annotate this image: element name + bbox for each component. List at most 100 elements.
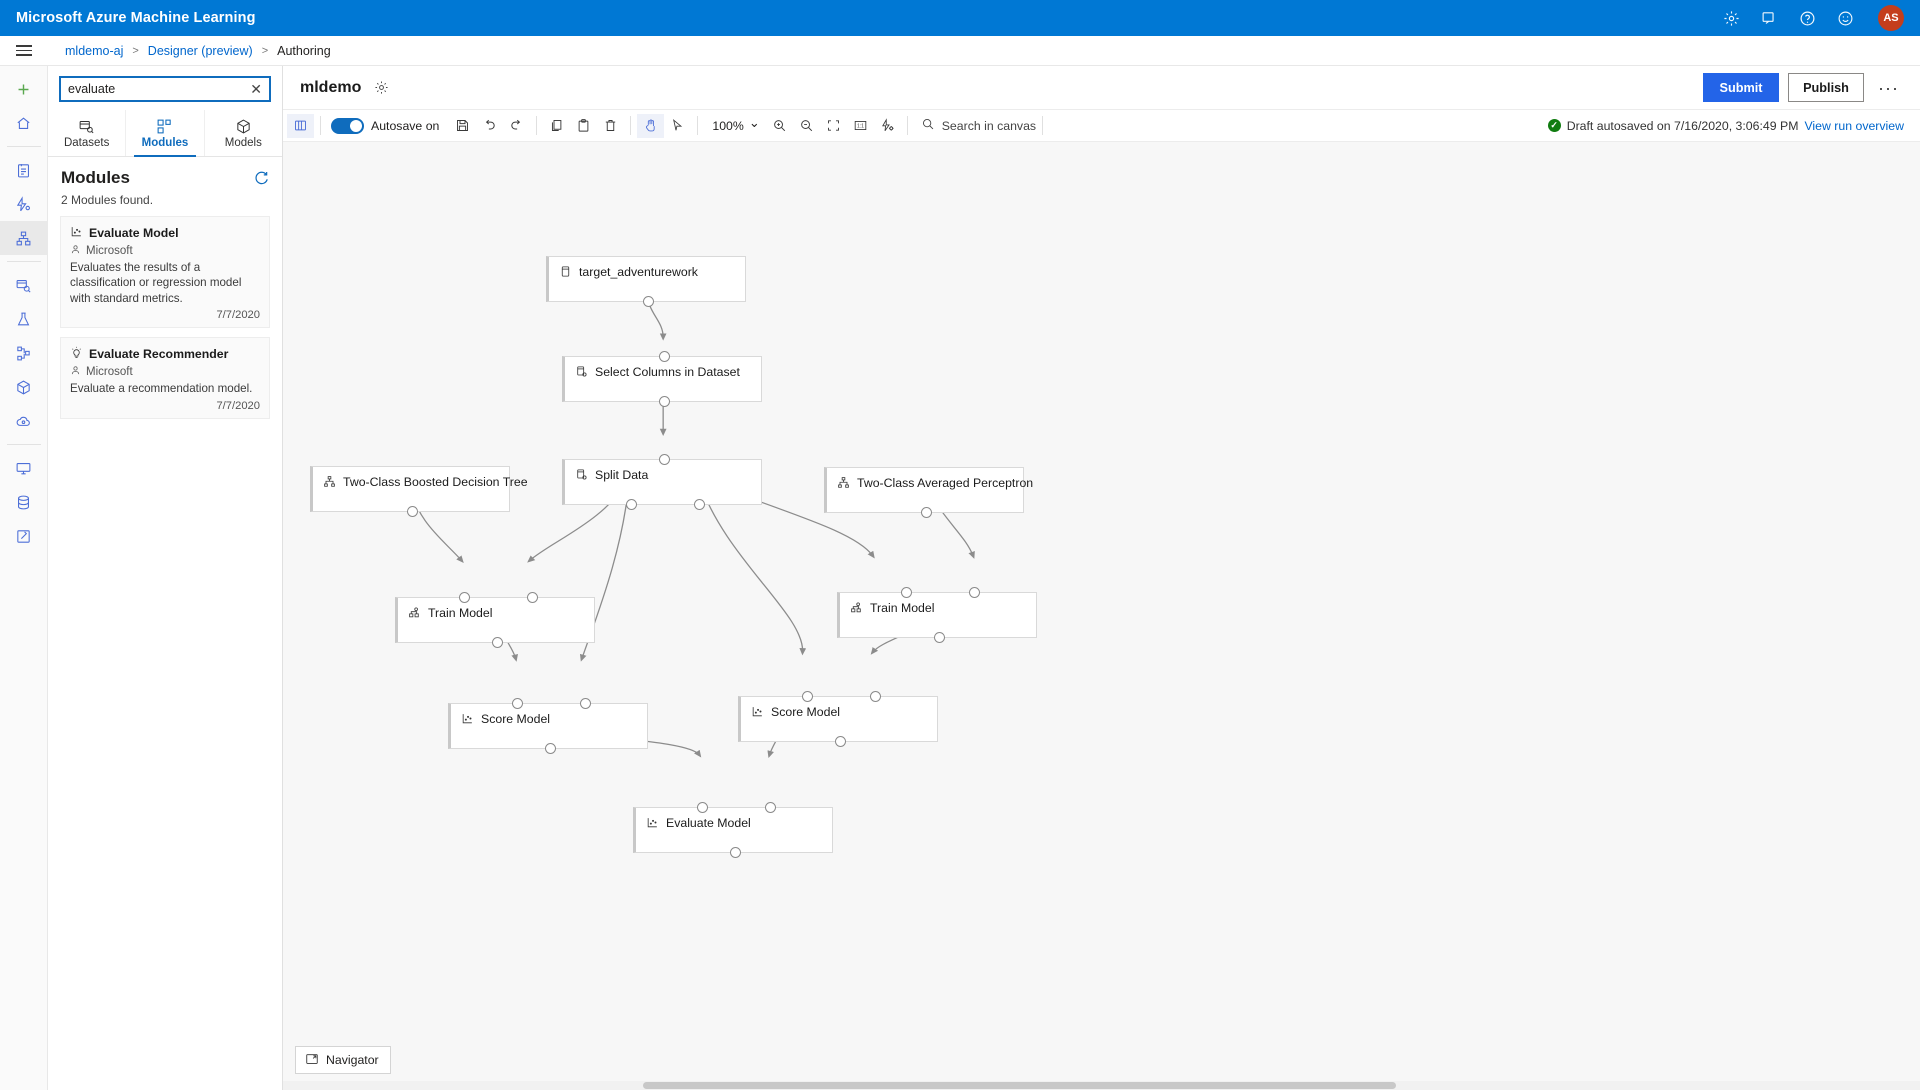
fit-to-screen-icon[interactable] [820,114,847,138]
toolbar-separator-5 [906,116,908,135]
module-author: Microsoft [86,366,133,379]
clear-search-icon[interactable]: ✕ [250,81,262,97]
canvas-horizontal-scrollbar[interactable] [283,1081,1920,1090]
canvas-node-evaluate-model[interactable]: Evaluate Model [633,802,833,858]
scrollbar-thumb[interactable] [643,1082,1397,1089]
list-item[interactable]: Evaluate Model Microsoft Evaluates the r… [60,216,270,329]
node-input-port-right[interactable] [969,587,980,598]
gear-icon[interactable] [374,80,389,95]
tab-models-label: Models [224,136,262,149]
tab-modules[interactable]: Modules [126,110,205,158]
node-output-port[interactable] [492,637,503,648]
module-description: Evaluate a recommendation model. [70,382,253,396]
publish-button[interactable]: Publish [1788,73,1865,102]
tab-models[interactable]: Models [205,110,282,156]
new-icon[interactable] [0,72,48,106]
tab-modules-label: Modules [141,136,189,149]
toggle-panel-icon[interactable] [287,113,314,138]
node-output-port[interactable] [643,296,654,307]
breadcrumb-separator: > [132,44,139,57]
pan-hand-icon[interactable] [637,113,665,138]
canvas-node-train-model-left[interactable]: Train Model [395,592,595,648]
canvas-node-select-columns-in-dataset[interactable]: Select Columns in Dataset [562,351,762,407]
canvas-node-two-class-boosted-decision-tree[interactable]: Two-Class Boosted Decision Tree [310,466,528,517]
node-output-port[interactable] [921,507,932,518]
list-item[interactable]: Evaluate Recommender Microsoft Evaluate … [60,337,270,419]
undo-icon[interactable] [476,114,503,138]
models-icon[interactable] [0,370,48,404]
node-input-port-right[interactable] [765,802,776,813]
paste-icon[interactable] [570,114,597,138]
feedback-icon[interactable] [1760,9,1778,27]
node-input-port[interactable] [659,454,670,465]
zoom-level-select[interactable]: 100% ⌄ [712,114,760,133]
menu-toggle-button[interactable] [0,36,48,66]
notebooks-icon[interactable] [0,153,48,187]
canvas-node-train-model-right[interactable]: Train Model [837,587,1037,643]
node-output-port[interactable] [407,506,418,517]
labeling-icon[interactable] [0,519,48,553]
canvas-node-two-class-averaged-perceptron[interactable]: Two-Class Averaged Perceptron [824,467,1033,518]
navigator-button[interactable]: Navigator [295,1046,391,1074]
delete-icon[interactable] [597,114,624,138]
node-output-port[interactable] [835,736,846,747]
automated-ml-icon[interactable] [0,187,48,221]
breadcrumb-workspace[interactable]: mldemo-aj [65,43,124,58]
save-icon[interactable] [449,114,476,138]
datastores-icon[interactable] [0,485,48,519]
endpoints-icon[interactable] [0,404,48,438]
settings-icon[interactable] [1722,9,1740,27]
designer-icon[interactable] [0,221,48,255]
redo-icon[interactable] [503,114,530,138]
search-input[interactable] [68,82,248,96]
node-input-port-right[interactable] [870,691,881,702]
node-output-port[interactable] [934,632,945,643]
actual-size-icon[interactable]: 1:1 [847,114,874,138]
search-box[interactable]: ✕ [59,76,271,102]
node-input-port[interactable] [659,351,670,362]
experiments-icon[interactable] [0,302,48,336]
avatar[interactable]: AS [1878,5,1904,31]
node-input-port-left[interactable] [901,587,912,598]
node-input-port-left[interactable] [697,802,708,813]
zoom-in-icon[interactable] [766,114,793,138]
canvas-node-split-data[interactable]: Split Data [562,454,762,510]
node-input-port-left[interactable] [802,691,813,702]
autosave-toggle[interactable] [331,117,364,134]
submit-button[interactable]: Submit [1703,73,1780,102]
pipelines-icon[interactable] [0,336,48,370]
node-output-port[interactable] [659,396,670,407]
node-output-port-left[interactable] [626,499,637,510]
smiley-icon[interactable] [1836,9,1854,27]
help-icon[interactable] [1798,9,1816,27]
select-pointer-icon[interactable] [664,114,691,138]
scatter-plot-icon [646,816,659,829]
breadcrumb-current: Authoring [277,43,331,58]
canvas-search-input[interactable]: Search in canvas [921,117,1036,134]
canvas-node-target-adventurework[interactable]: target_adventurework [546,256,746,307]
pipeline-canvas[interactable]: target_adventurework Select Columns in D… [283,142,1920,1090]
node-input-port-left[interactable] [459,592,470,603]
zoom-out-icon[interactable] [793,114,820,138]
home-icon[interactable] [0,106,48,140]
canvas-node-score-model-right[interactable]: Score Model [738,691,938,747]
tab-datasets[interactable]: Datasets [48,110,127,156]
node-output-port[interactable] [730,847,741,858]
copy-icon[interactable] [543,114,570,138]
auto-layout-icon[interactable] [874,114,901,138]
canvas-node-score-model-left[interactable]: Score Model [448,698,648,754]
compute-icon[interactable] [0,451,48,485]
node-input-port-right[interactable] [527,592,538,603]
node-input-port-left[interactable] [512,698,523,709]
train-icon [408,606,421,619]
more-options-button[interactable]: ··· [1878,77,1899,98]
node-output-port-right[interactable] [694,499,705,510]
refresh-icon[interactable] [253,170,269,186]
node-input-port-right[interactable] [580,698,591,709]
node-output-port[interactable] [545,743,556,754]
tab-datasets-label: Datasets [63,136,110,149]
view-run-overview-link[interactable]: View run overview [1804,118,1904,133]
datasets-icon[interactable] [0,268,48,302]
algorithm-icon [323,475,336,488]
breadcrumb-designer[interactable]: Designer (preview) [147,43,253,58]
